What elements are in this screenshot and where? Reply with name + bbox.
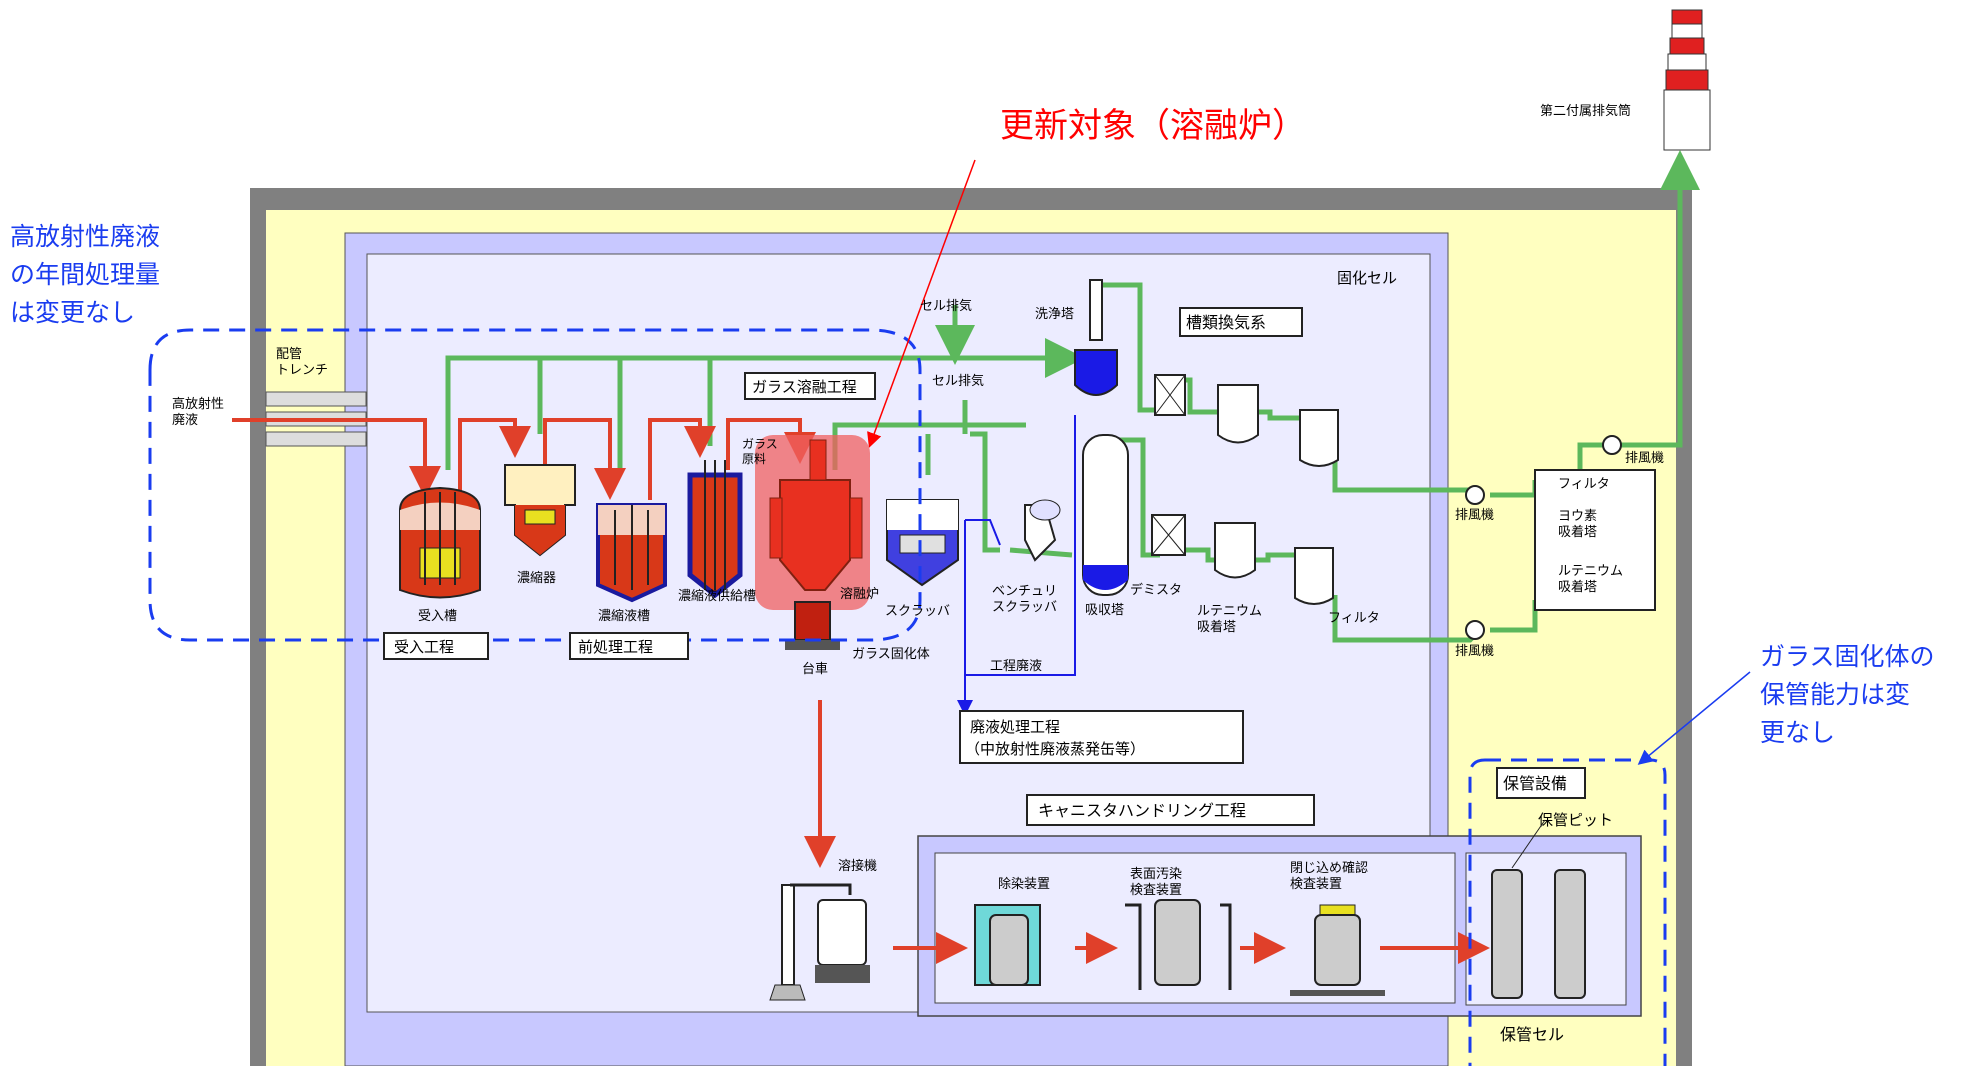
welder-label: 溶接機 (838, 858, 877, 874)
venturi-label-1: ベンチュリ (992, 584, 1057, 599)
box-filter-label: フィルタ (1558, 477, 1610, 492)
canister-handling-box (1026, 794, 1315, 826)
decontamination-device (974, 904, 1041, 986)
process-waste-label: 工程廃液 (990, 658, 1042, 674)
storage-pit-area (1465, 852, 1627, 1006)
ru2-label-2: 吸着塔 (1558, 579, 1597, 595)
melter-label: 溶融炉 (840, 587, 879, 602)
annotation-right-line2: 保管能力は変 (1760, 680, 1910, 709)
fan-label-3: 排風機 (1625, 451, 1664, 466)
filter-2 (1294, 547, 1334, 605)
filter-label: フィルタ (1328, 611, 1380, 626)
canister-handling-label: キャニスタハンドリング工程 (1038, 801, 1246, 820)
concentrator-label: 濃縮器 (517, 570, 556, 586)
cell-exhaust-label-2: セル排気 (932, 373, 984, 389)
ru-adsorber-label-2: 吸着塔 (1197, 619, 1236, 635)
storage-cell-label: 保管セル (1500, 1025, 1564, 1044)
confinement-inspection-device (1290, 904, 1385, 996)
annotation-right-line1: ガラス固化体の (1760, 642, 1935, 671)
annotation-left-line2: の年間処理量 (10, 260, 160, 289)
confinement-label-1: 閉じ込め確認 (1290, 860, 1368, 876)
filter-1 (1299, 409, 1339, 467)
hlw-dashed-boundary (148, 328, 922, 642)
glass-canister-cart (785, 601, 840, 650)
storage-pit-label: 保管ピット (1538, 811, 1613, 829)
demister-label: デミスタ (1130, 582, 1182, 598)
storage-pointer-line (1637, 671, 1751, 765)
absorber-label: 吸収塔 (1085, 603, 1124, 618)
storage-facility-box (1496, 767, 1586, 799)
cart-label: 台車 (802, 662, 828, 677)
fan-label-2: 排風機 (1455, 644, 1494, 659)
scrubber-label: スクラッバ (885, 604, 950, 619)
hlw-label-1: 高放射性 (172, 396, 224, 412)
adsorber-1 (1217, 384, 1259, 444)
waste-treatment-label-2: （中放射性廃液蒸発缶等） (965, 740, 1145, 758)
conc-feed-tank-label: 濃縮液供給槽 (678, 588, 756, 604)
iodine-label-1: ヨウ素 (1558, 509, 1597, 524)
absorber-tower (1082, 434, 1129, 596)
liquid-lines (232, 418, 1490, 964)
surface-inspection-device (1125, 899, 1232, 990)
surface-insp-label-2: 検査装置 (1130, 883, 1182, 898)
wash-tower-label: 洗浄塔 (1035, 307, 1074, 322)
welder (769, 883, 870, 1001)
wash-tower (1074, 279, 1118, 396)
conc-tank-label: 濃縮液槽 (598, 608, 650, 624)
venturi-label-2: スクラッバ (992, 600, 1057, 615)
annotation-left-line1: 高放射性廃液 (10, 222, 160, 251)
receiving-process-label: 受入工程 (394, 638, 454, 656)
fan-icon-2 (1465, 620, 1485, 640)
storage-facility-label: 保管設備 (1503, 774, 1567, 793)
decon-label: 除染装置 (998, 877, 1050, 892)
exhaust-stack (1663, 9, 1711, 151)
confinement-label-2: 検査装置 (1290, 877, 1342, 892)
hlw-label-2: 廃液 (172, 412, 198, 428)
demister-2 (1151, 514, 1186, 556)
glass-melting-process-label: ガラス溶融工程 (752, 378, 857, 396)
ru2-label-1: ルテニウム (1558, 564, 1623, 579)
annotation-left-line3: は変更なし (10, 298, 135, 327)
glass-body-label: ガラス固化体 (852, 647, 930, 662)
pretreatment-process-box (569, 632, 689, 660)
annotation-right-line3: 更なし (1760, 718, 1835, 747)
melter (755, 435, 870, 610)
annotation-target: 更新対象（溶融炉） (1000, 106, 1306, 146)
receiving-tank (399, 486, 481, 599)
waste-treatment-label-1: 廃液処理工程 (970, 718, 1060, 736)
glass-melting-process-box (744, 372, 876, 400)
pipe-trench-label-2: トレンチ (276, 363, 328, 378)
fan-label-1: 排風機 (1455, 508, 1494, 523)
cell-exhaust-label-1: セル排気 (920, 298, 972, 314)
ru-adsorber-label-1: ルテニウム (1197, 604, 1262, 619)
pipe-trench-label-1: 配管 (276, 347, 302, 362)
tank-vent-label: 槽類換気系 (1186, 313, 1266, 332)
solidification-cell-label: 固化セル (1337, 269, 1397, 287)
scrubber (886, 499, 959, 587)
storage-pit-pointer (1511, 819, 1546, 869)
demister-1 (1154, 374, 1186, 416)
waste-treatment-box (959, 710, 1244, 764)
glass-raw-label-1: ガラス (742, 437, 778, 451)
receiving-process-box (383, 632, 489, 660)
fan-icon-3 (1602, 435, 1622, 455)
venturi-scrubber (1024, 499, 1061, 562)
concentrator (504, 464, 576, 557)
fan-icon-1 (1465, 485, 1485, 505)
filter-box (1534, 469, 1656, 611)
feed-tank (687, 460, 743, 599)
surface-insp-label-1: 表面汚染 (1130, 867, 1182, 882)
tank-vent-box (1179, 307, 1303, 337)
adsorber-2 (1214, 522, 1256, 579)
waste-liquid-lines (957, 415, 1076, 716)
glass-raw-label-2: 原料 (742, 452, 766, 466)
iodine-label-2: 吸着塔 (1558, 524, 1597, 540)
receiving-tank-label: 受入槽 (418, 609, 457, 624)
stack-label: 第二付属排気筒 (1540, 103, 1631, 119)
target-pointer-line (867, 159, 976, 448)
pretreatment-process-label: 前処理工程 (578, 638, 653, 656)
storage-canisters (1491, 869, 1586, 999)
concentrated-liquid-tank (596, 503, 667, 603)
